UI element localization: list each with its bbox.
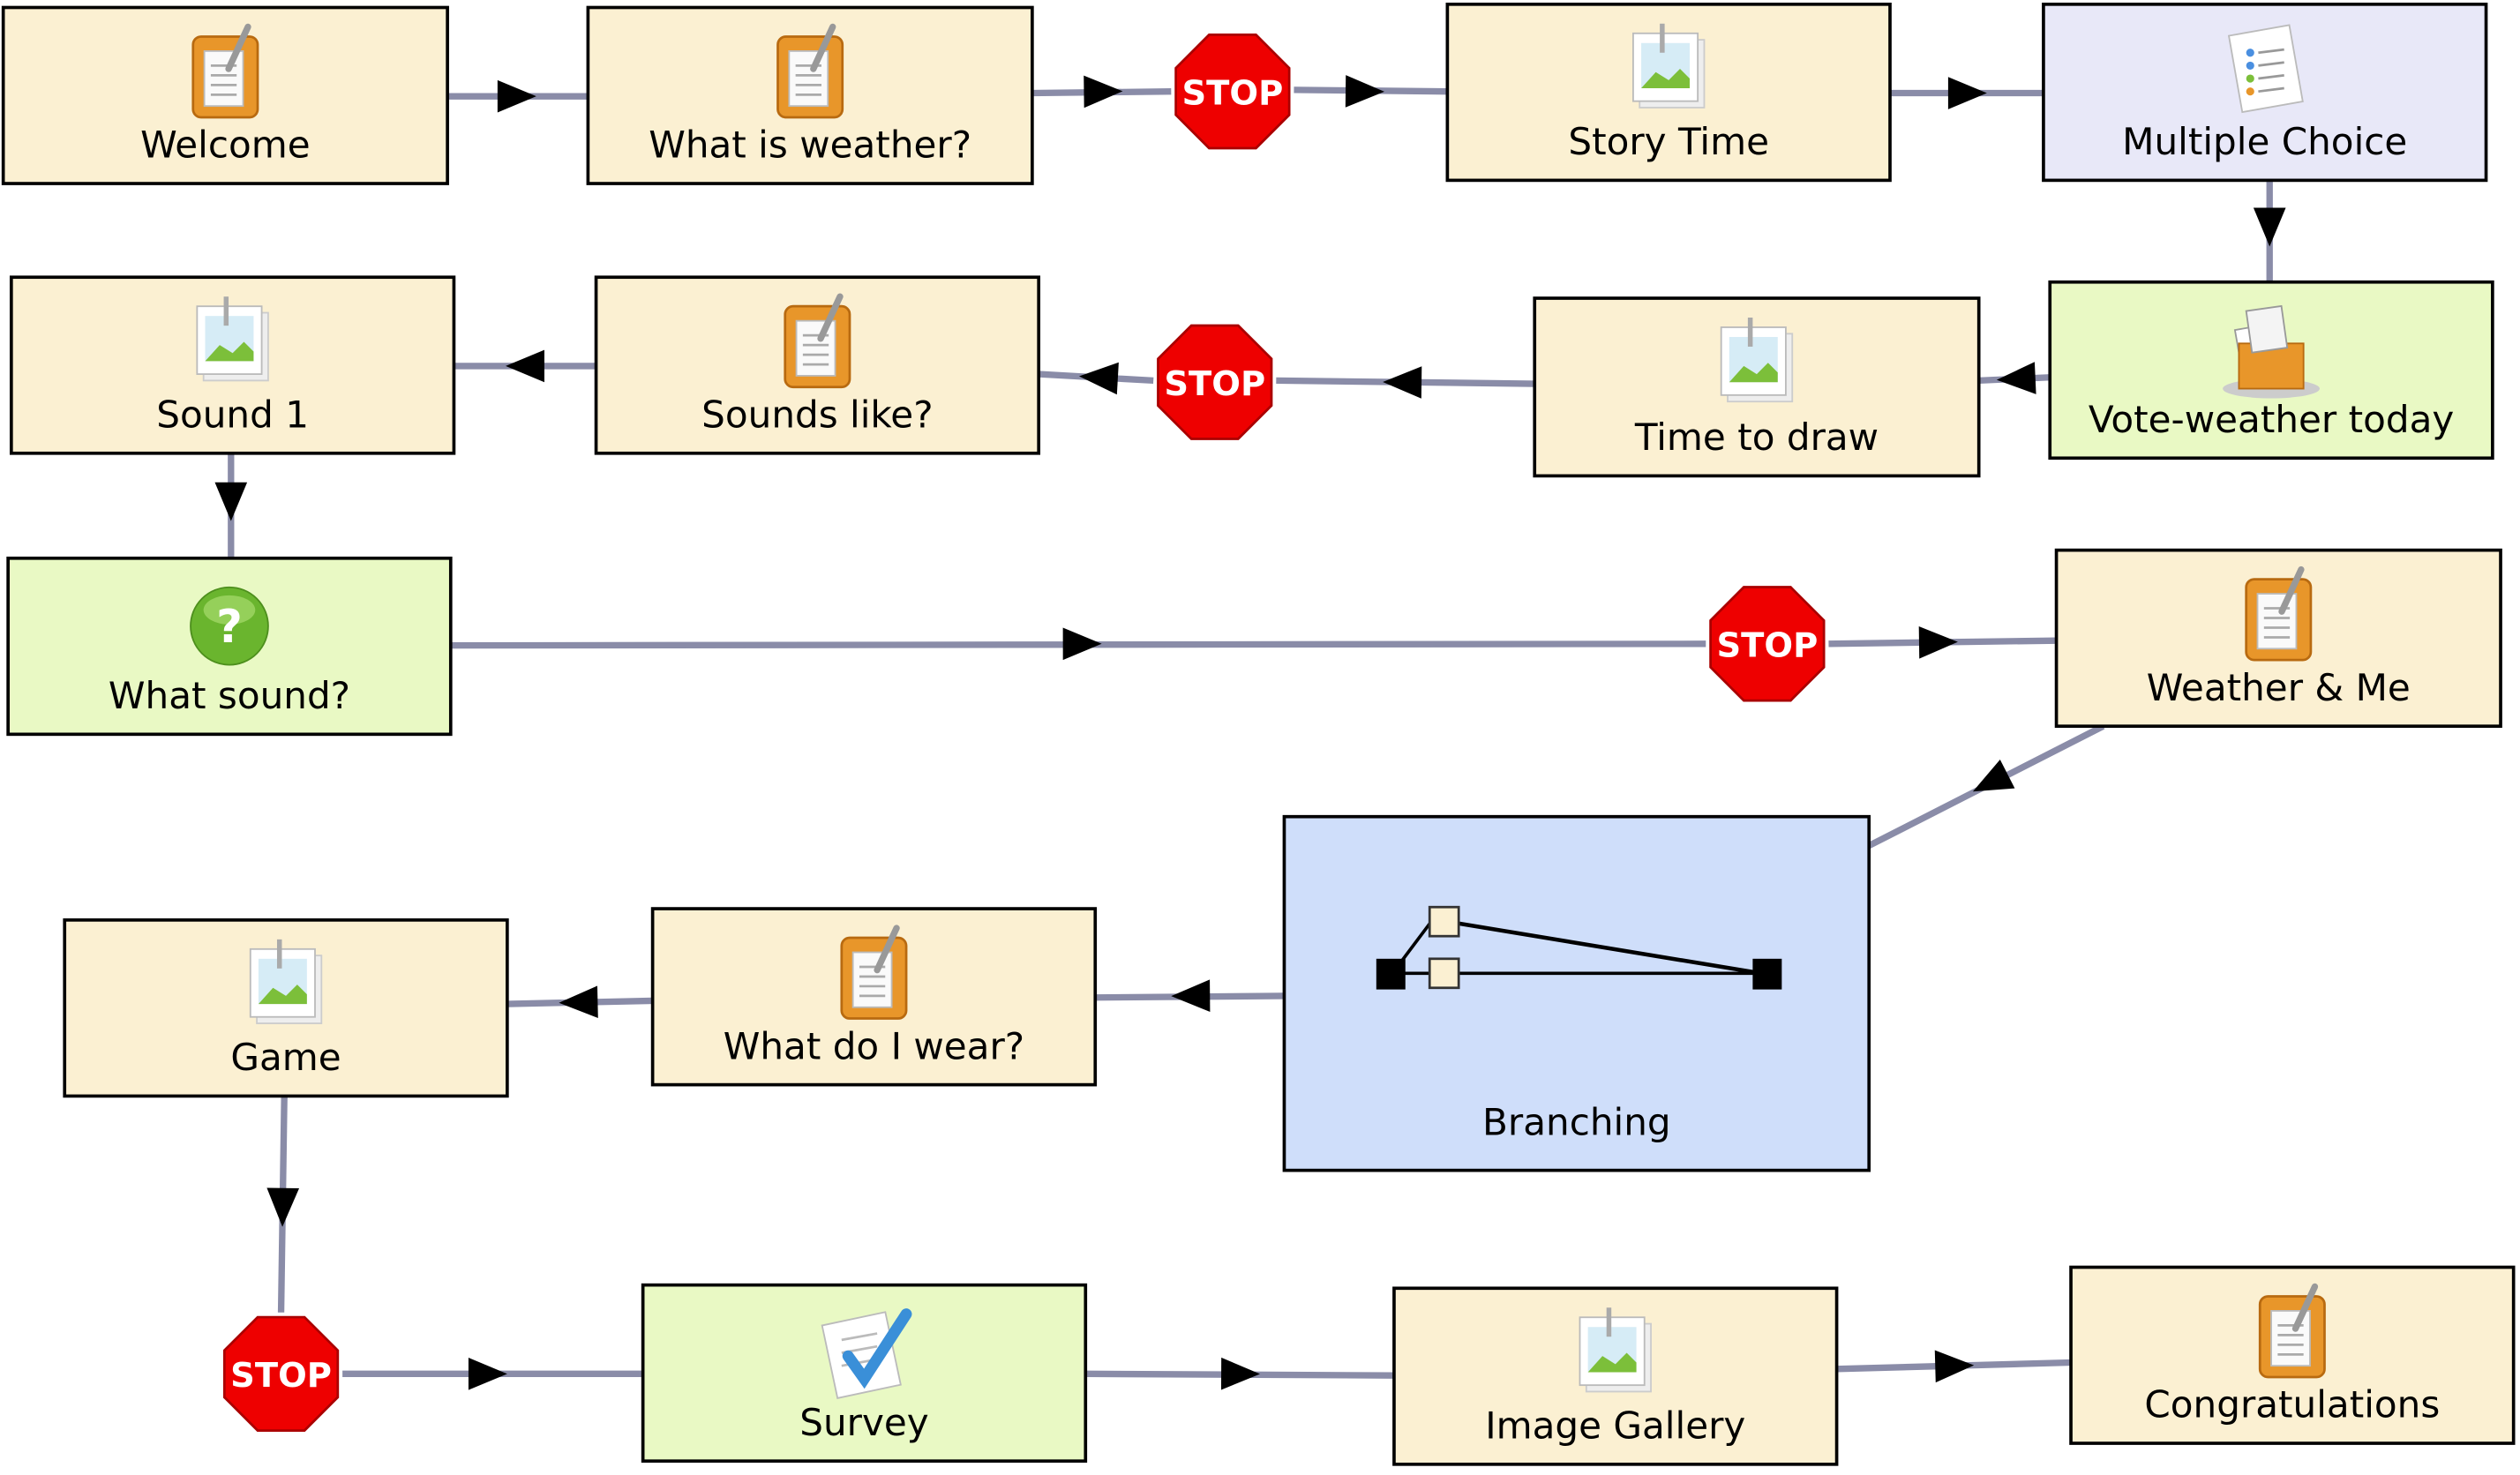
- node-box[interactable]: [1282, 814, 1871, 1172]
- stop-label: STOP: [230, 1356, 332, 1396]
- clipboard-icon: [2245, 565, 2313, 662]
- clipboard-icon: [784, 293, 851, 389]
- clipboard-icon: [840, 925, 908, 1020]
- stop-label: STOP: [1716, 625, 1818, 665]
- branching-icon: [1376, 905, 1782, 990]
- list-icon: [2227, 24, 2304, 114]
- node-label: What sound?: [109, 674, 350, 717]
- node-label: Sound 1: [156, 393, 309, 436]
- arrow-head-icon: [2253, 207, 2286, 247]
- stop-sign-icon[interactable]: STOP: [1709, 586, 1826, 702]
- svg-text:?: ?: [216, 601, 243, 654]
- stop-gates: STOP STOP STOP STOP: [222, 34, 1826, 1432]
- image-icon: [1631, 23, 1706, 109]
- node-what-do-i-wear[interactable]: What do I wear?: [650, 907, 1098, 1087]
- arrow-head-icon: [559, 985, 598, 1019]
- survey-check-icon: [821, 1308, 912, 1399]
- arrow-head-icon: [1062, 627, 1102, 661]
- image-icon: [196, 296, 269, 382]
- node-label: Vote-weather today: [2089, 398, 2454, 441]
- node-label: Branching: [1482, 1100, 1671, 1143]
- stop-sign-icon[interactable]: STOP: [1157, 324, 1273, 440]
- arrow-head-icon: [266, 1187, 300, 1227]
- node-what-is-weather[interactable]: What is weather?: [586, 5, 1034, 185]
- image-icon: [1720, 318, 1794, 403]
- question-icon: ?: [190, 586, 269, 666]
- node-vote-weather-today[interactable]: Vote-weather today: [2048, 280, 2494, 460]
- arrow-head-icon: [1934, 1350, 1975, 1383]
- arrow-head-icon: [1078, 362, 1119, 395]
- arrow-head-icon: [1383, 366, 1422, 399]
- image-icon: [1579, 1307, 1652, 1393]
- arrow-head-icon: [1084, 75, 1123, 109]
- arrow-head-icon: [497, 79, 536, 113]
- ballot-box-icon: [2223, 304, 2320, 399]
- node-what-sound[interactable]: ? What sound?: [6, 556, 453, 737]
- node-time-to-draw[interactable]: Time to draw: [1533, 296, 1981, 478]
- node-label: Welcome: [140, 124, 311, 167]
- node-label: Story Time: [1568, 120, 1769, 163]
- stop-sign-icon[interactable]: STOP: [222, 1315, 340, 1432]
- node-label: Time to draw: [1634, 416, 1879, 459]
- arrow-head-icon: [1972, 759, 2015, 792]
- stop-sign-icon[interactable]: STOP: [1174, 34, 1291, 150]
- arrow-head-icon: [1171, 979, 1211, 1013]
- node-survey[interactable]: Survey: [641, 1283, 1088, 1464]
- node-game[interactable]: Game: [63, 918, 509, 1098]
- arrow-head-icon: [506, 349, 544, 383]
- connectors: [214, 75, 2286, 1390]
- node-sounds-like[interactable]: Sounds like?: [594, 275, 1041, 455]
- node-weather-and-me[interactable]: Weather & Me: [2054, 548, 2502, 729]
- node-multiple-choice[interactable]: Multiple Choice: [2042, 3, 2488, 183]
- arrow-head-icon: [468, 1358, 507, 1390]
- node-label: Sounds like?: [701, 393, 933, 436]
- clipboard-icon: [776, 23, 844, 119]
- node-label: What is weather?: [649, 124, 971, 167]
- node-label: Image Gallery: [1485, 1404, 1745, 1448]
- node-image-gallery[interactable]: Image Gallery: [1392, 1286, 1839, 1466]
- arrow-head-icon: [1345, 75, 1384, 108]
- node-label: Congratulations: [2144, 1383, 2440, 1426]
- clipboard-icon: [2258, 1283, 2326, 1379]
- activity-nodes: Welcome What is weather? Story Time Multipl…: [1, 3, 2516, 1466]
- node-welcome[interactable]: Welcome: [1, 5, 449, 185]
- node-sound-1[interactable]: Sound 1: [9, 275, 456, 455]
- clipboard-icon: [191, 23, 259, 119]
- arrow-head-icon: [1947, 77, 1987, 109]
- node-branching[interactable]: Branching: [1282, 814, 1871, 1172]
- arrow-head-icon: [1996, 362, 2036, 394]
- node-label: Weather & Me: [2147, 666, 2411, 709]
- node-label: Game: [230, 1036, 341, 1079]
- node-label: Multiple Choice: [2122, 120, 2407, 163]
- node-label: What do I wear?: [724, 1024, 1024, 1067]
- arrow-head-icon: [1918, 625, 1958, 659]
- arrow-head-icon: [1220, 1357, 1260, 1390]
- node-label: Survey: [799, 1401, 928, 1444]
- arrow-head-icon: [214, 482, 248, 521]
- image-icon: [249, 939, 323, 1024]
- stop-label: STOP: [1182, 73, 1284, 113]
- node-congratulations[interactable]: Congratulations: [2069, 1265, 2516, 1445]
- stop-label: STOP: [1164, 364, 1265, 404]
- node-story-time[interactable]: Story Time: [1445, 3, 1892, 183]
